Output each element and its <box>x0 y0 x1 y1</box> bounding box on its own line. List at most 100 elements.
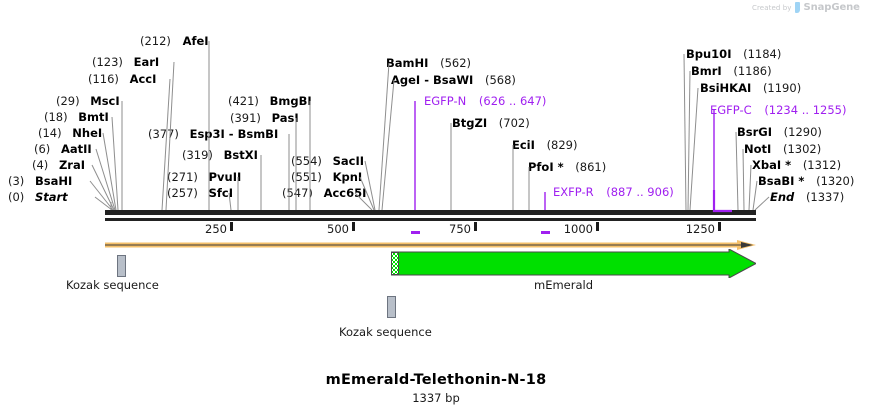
ruler-tick-500 <box>352 222 355 231</box>
site-name: AatII <box>60 142 92 156</box>
snapgene-brand-label: SnapGene <box>803 2 860 13</box>
site-label-end[interactable]: End (1337) <box>770 191 844 203</box>
site-label-acci[interactable]: (116) AccI <box>88 73 156 85</box>
snapgene-flag-icon <box>794 2 801 13</box>
site-name: XbaI * <box>752 158 792 172</box>
site-label-bmri[interactable]: BmrI (1186) <box>691 65 772 77</box>
site-label-pasi[interactable]: (391) PasI <box>230 112 299 124</box>
site-label-msci[interactable]: (29) MscI <box>56 95 120 107</box>
plasmid-backbone-top <box>105 210 756 215</box>
site-position: (568) <box>484 73 516 87</box>
site-position: (1302) <box>782 142 822 156</box>
site-label-bsrgi[interactable]: BsrGI (1290) <box>737 126 822 138</box>
site-position: (29) <box>56 94 80 108</box>
site-name: PvuII <box>208 170 242 184</box>
site-label-ecii[interactable]: EciI (829) <box>512 139 578 151</box>
site-name: Start <box>34 190 68 204</box>
site-label-aatii[interactable]: (6) AatII <box>34 143 92 155</box>
site-name: BsaHI <box>34 174 73 188</box>
feature-bracket-egfp-c <box>712 190 732 213</box>
site-label-bstxi[interactable]: (319) BstXI <box>182 149 258 161</box>
ruler-tick-1000 <box>596 222 599 231</box>
site-label-bsahi[interactable]: (3) BsaHI <box>8 175 72 187</box>
site-name: SacII <box>332 154 365 168</box>
created-by-label: Created by <box>752 3 792 12</box>
site-position: (702) <box>498 116 530 130</box>
feature-label-exfp-r[interactable]: EXFP-R (887 .. 906) <box>553 186 674 198</box>
leader-lines <box>89 41 770 211</box>
site-label-bsihkai[interactable]: BsiHKAI (1190) <box>700 82 801 94</box>
site-label-bpu10i[interactable]: Bpu10I (1184) <box>686 48 781 60</box>
site-label-pfoi[interactable]: PfoI * (861) <box>528 161 606 173</box>
site-position: (4) <box>32 158 49 172</box>
feature-label-egfp-n[interactable]: EGFP-N (626 .. 647) <box>424 95 546 107</box>
feature-label-egfp-c[interactable]: EGFP-C (1234 .. 1255) <box>710 104 846 116</box>
site-label-esp3i-bsmbi[interactable]: (377) Esp3I - BsmBI <box>148 128 278 140</box>
kozak-marker-bottom[interactable] <box>387 296 396 318</box>
site-label-noti[interactable]: NotI (1302) <box>744 143 821 155</box>
site-name: BmgBI <box>269 94 312 108</box>
site-name: AfeI <box>182 34 209 48</box>
ruler-label-750: 750 <box>449 222 471 236</box>
site-name: Bpu10I <box>686 47 732 61</box>
site-name: BsaBI * <box>758 174 805 188</box>
feature-mark-exfp-r <box>541 231 550 234</box>
site-name: ZraI <box>58 158 86 172</box>
site-label-zrai[interactable]: (4) ZraI <box>32 159 85 171</box>
plasmid-size-label: 1337 bp <box>412 391 460 405</box>
site-name: BsrGI <box>737 125 772 139</box>
site-position: (1186) <box>733 64 772 78</box>
site-label-xbai[interactable]: XbaI * (1312) <box>752 159 841 171</box>
site-label-btgzi[interactable]: BtgZI (702) <box>452 117 530 129</box>
site-name: BtgZI <box>452 116 488 130</box>
site-position: (421) <box>228 94 259 108</box>
kozak-label-bottom: Kozak sequence <box>339 325 432 339</box>
ruler-label-500: 500 <box>327 222 349 236</box>
site-position: (1320) <box>816 174 855 188</box>
feature-range: (626 .. 647) <box>478 94 547 108</box>
site-name: PfoI * <box>528 160 564 174</box>
site-name: KpnI <box>332 170 363 184</box>
site-position: (562) <box>440 56 472 70</box>
site-label-bamhi[interactable]: BamHI (562) <box>386 57 471 69</box>
site-label-bsabi[interactable]: BsaBI * (1320) <box>758 175 854 187</box>
site-label-sacii[interactable]: (554) SacII <box>291 155 364 167</box>
orf-arrow[interactable] <box>105 240 756 250</box>
site-position: (0) <box>8 190 25 204</box>
site-position: (1190) <box>762 81 802 95</box>
ruler-label-1000: 1000 <box>563 222 593 236</box>
site-label-acc65i[interactable]: (547) Acc65I <box>282 187 366 199</box>
site-position: (212) <box>140 34 171 48</box>
feature-mark-egfp-n <box>411 231 420 234</box>
feature-name: EGFP-N <box>424 94 467 108</box>
site-position: (1184) <box>743 47 782 61</box>
site-label-bmgbi[interactable]: (421) BmgBI <box>228 95 312 107</box>
site-label-sfci[interactable]: (257) SfcI <box>167 187 233 199</box>
site-label-agei-bsawi[interactable]: AgeI - BsaWI (568) <box>391 74 516 86</box>
plasmid-backbone-bottom <box>105 218 756 221</box>
site-position: (123) <box>92 55 123 69</box>
site-label-kpni[interactable]: (551) KpnI <box>291 171 362 183</box>
kozak-marker-top[interactable] <box>117 255 126 277</box>
site-position: (14) <box>38 126 62 140</box>
site-position: (1337) <box>805 190 845 204</box>
site-name: SfcI <box>208 186 233 200</box>
site-label-nhei[interactable]: (14) NheI <box>38 127 102 139</box>
site-label-eari[interactable]: (123) EarI <box>92 56 159 68</box>
site-name: NotI <box>744 142 772 156</box>
site-label-start[interactable]: (0) Start <box>8 191 68 203</box>
gene-label-memerald: mEmerald <box>534 278 594 292</box>
site-label-pvuii[interactable]: (271) PvuII <box>167 171 241 183</box>
site-position: (551) <box>291 170 322 184</box>
feature-range: (1234 .. 1255) <box>764 103 847 117</box>
ruler-tick-1250 <box>718 222 721 231</box>
site-position: (1290) <box>783 125 822 139</box>
site-name: Esp3I - BsmBI <box>189 127 279 141</box>
site-label-afei[interactable]: (212) AfeI <box>140 35 209 47</box>
site-label-bmti[interactable]: (18) BmtI <box>44 111 109 123</box>
site-position: (116) <box>88 72 119 86</box>
site-position: (319) <box>182 148 213 162</box>
gene-arrow-memerald[interactable] <box>391 249 756 278</box>
site-name: AgeI - BsaWI <box>391 73 474 87</box>
ruler-tick-750 <box>474 222 477 231</box>
